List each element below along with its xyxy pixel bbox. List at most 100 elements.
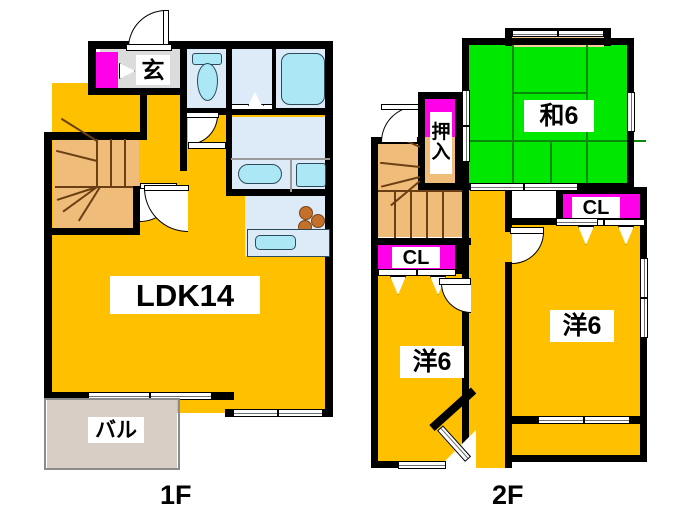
washroom-counter-divider: [231, 158, 330, 160]
toilet-bath-partition: [226, 41, 232, 113]
wood-deck-window[interactable]: [512, 30, 558, 37]
washroom-left-wall: [226, 115, 232, 195]
stair-2f-tread-4: [426, 192, 428, 238]
washroom-door-leaf[interactable]: [186, 112, 219, 118]
exterior-wall-left: [44, 132, 52, 398]
closet-label-left: CL: [392, 247, 440, 268]
western-left-window-south[interactable]: [398, 461, 446, 469]
room-label-ldk: LDK14: [110, 276, 260, 314]
genkan-bottom-wall: [88, 88, 140, 95]
washbasin-icon: [238, 164, 282, 184]
ldk-window-south-right[interactable]: [150, 392, 212, 400]
tatami-seam-4: [468, 140, 646, 142]
western-right-window-south-right[interactable]: [584, 416, 630, 424]
stair-tread-2: [110, 139, 112, 187]
washroom-door-leaf-2[interactable]: [188, 142, 226, 149]
entrance-threshold[interactable]: [126, 44, 172, 51]
washitsu-door-bottom[interactable]: [470, 183, 524, 191]
genkan-left-wall: [88, 41, 96, 94]
shoe-closet-floor: [96, 52, 118, 90]
stair-2f-tread-3: [410, 192, 412, 238]
balcony-railing: [44, 398, 180, 470]
closet-label-right: CL: [572, 197, 620, 218]
stair-2f-landing-leaf[interactable]: [381, 104, 419, 110]
washing-machine-icon: [296, 163, 326, 187]
washitsu-sliding-door-left[interactable]: [462, 90, 470, 126]
gas-stove-burner-2-icon: [311, 214, 325, 228]
ldk-upper-left-wall: [140, 88, 147, 140]
washitsu-sliding-door-left-2[interactable]: [462, 126, 470, 162]
bath-washroom-partition: [226, 108, 333, 115]
western-right-sill-wall-2: [630, 416, 647, 424]
floor-tag-1f: 1F: [160, 480, 192, 510]
washitsu-wall-top: [462, 38, 634, 45]
kitchen-sink-icon: [255, 235, 296, 250]
western-left-wall-left: [371, 238, 378, 468]
stair-bottom-wall: [44, 228, 140, 235]
tatami-seam-1: [512, 44, 514, 184]
room-label-balcony: バル: [88, 417, 144, 443]
stair-2f-tread-1: [378, 190, 462, 192]
toilet-bottom-wall: [180, 108, 230, 115]
stair-2f-landing-arc[interactable]: [381, 106, 417, 142]
oshiire-char-2: 入: [431, 142, 451, 163]
washitsu-wall-top-riser-right: [604, 28, 611, 46]
toilet-bowl-icon: [197, 63, 218, 101]
oshiire-wall-bottom: [418, 183, 462, 190]
closet-left-door-right[interactable]: [417, 269, 456, 276]
stair-winder-3: [55, 186, 97, 188]
washitsu-window-right[interactable]: [627, 92, 635, 132]
washroom-fixture-divider: [290, 158, 292, 192]
bathtub-icon: [281, 53, 325, 105]
stair-2f-tread-2: [394, 192, 396, 238]
oshiire-wall-left: [418, 92, 425, 190]
closet-label-oshiire: 押 入: [430, 112, 452, 174]
western-right-door-leaf[interactable]: [510, 227, 544, 234]
tatami-seam-5: [550, 140, 552, 184]
western-right-window-east[interactable]: [640, 258, 648, 298]
stair-area-wall-left: [371, 137, 378, 245]
closet-left-wall-right: [455, 238, 462, 274]
tatami-seam-3: [512, 92, 588, 94]
western-left-wall-right: [462, 280, 469, 468]
oshiire-wall-right: [455, 92, 462, 190]
western-left-door-leaf[interactable]: [439, 278, 471, 285]
room-label-western-right: 洋6: [550, 310, 614, 342]
stair-tread-3: [124, 139, 126, 187]
gas-stove-burner-1-icon: [299, 206, 313, 220]
oshiire-wall-top: [418, 92, 462, 99]
washitsu-door-bottom-2[interactable]: [524, 183, 578, 191]
wood-deck-window-2[interactable]: [558, 30, 604, 37]
ldk-door-leaf[interactable]: [144, 185, 189, 191]
western-right-window-east-2[interactable]: [640, 298, 648, 338]
room-label-washitsu: 和6: [524, 100, 594, 132]
closet-left-wall-top: [371, 238, 463, 245]
bath-door-marker-icon: [248, 92, 262, 106]
washitsu-wall-top-riser-left: [505, 28, 512, 46]
stair-2f-tread-5: [442, 192, 444, 238]
ldk-window-bottom-left[interactable]: [233, 409, 278, 417]
western-right-floor: [512, 224, 646, 460]
closet-right-wall-left: [556, 187, 563, 223]
washroom-bottom-wall: [226, 189, 333, 196]
western-right-window-top-left[interactable]: [556, 218, 598, 226]
hallway-wall-right: [505, 190, 512, 232]
western-right-sill-wall: [505, 416, 538, 424]
hallway-wall-right-lower: [505, 262, 512, 468]
floor-tag-2f: 2F: [492, 480, 524, 510]
closet-right-door-right[interactable]: [604, 219, 645, 226]
closet-left-door-left[interactable]: [378, 269, 417, 276]
bath-tub-divider: [272, 48, 276, 109]
stair-tread-1: [96, 139, 98, 187]
western-right-window-south-left[interactable]: [538, 416, 584, 424]
room-label-western-left: 洋6: [400, 346, 464, 378]
room-label-entrance: 玄: [136, 55, 170, 85]
hallway-wall-left: [462, 190, 469, 292]
exterior-wall-top: [88, 41, 333, 49]
ldk-window-bottom-right[interactable]: [278, 409, 323, 417]
ldk-upper-wall: [140, 88, 187, 95]
oshiire-char-1: 押: [431, 122, 451, 144]
closet-right-wall-top: [556, 187, 647, 194]
